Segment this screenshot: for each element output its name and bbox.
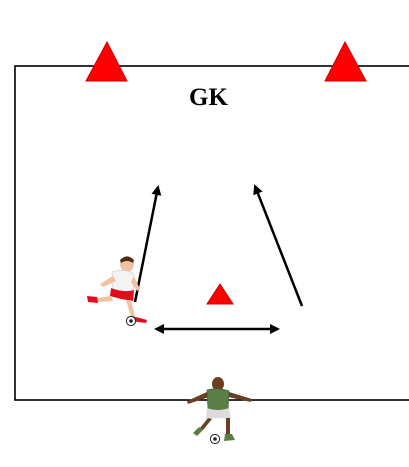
soccer-player-icon — [87, 256, 147, 323]
soccer-player-icon — [187, 377, 252, 441]
pitch-boundary — [14, 65, 409, 401]
soccer-ball-icon — [209, 433, 221, 445]
cone-icon — [206, 283, 234, 305]
cone-icon — [324, 40, 367, 82]
cone-icon — [85, 40, 128, 82]
goalkeeper-label: GK — [189, 84, 228, 111]
run-arrow-right — [253, 184, 304, 307]
soccer-ball-icon — [125, 315, 137, 327]
run-arrow-left — [133, 185, 162, 303]
